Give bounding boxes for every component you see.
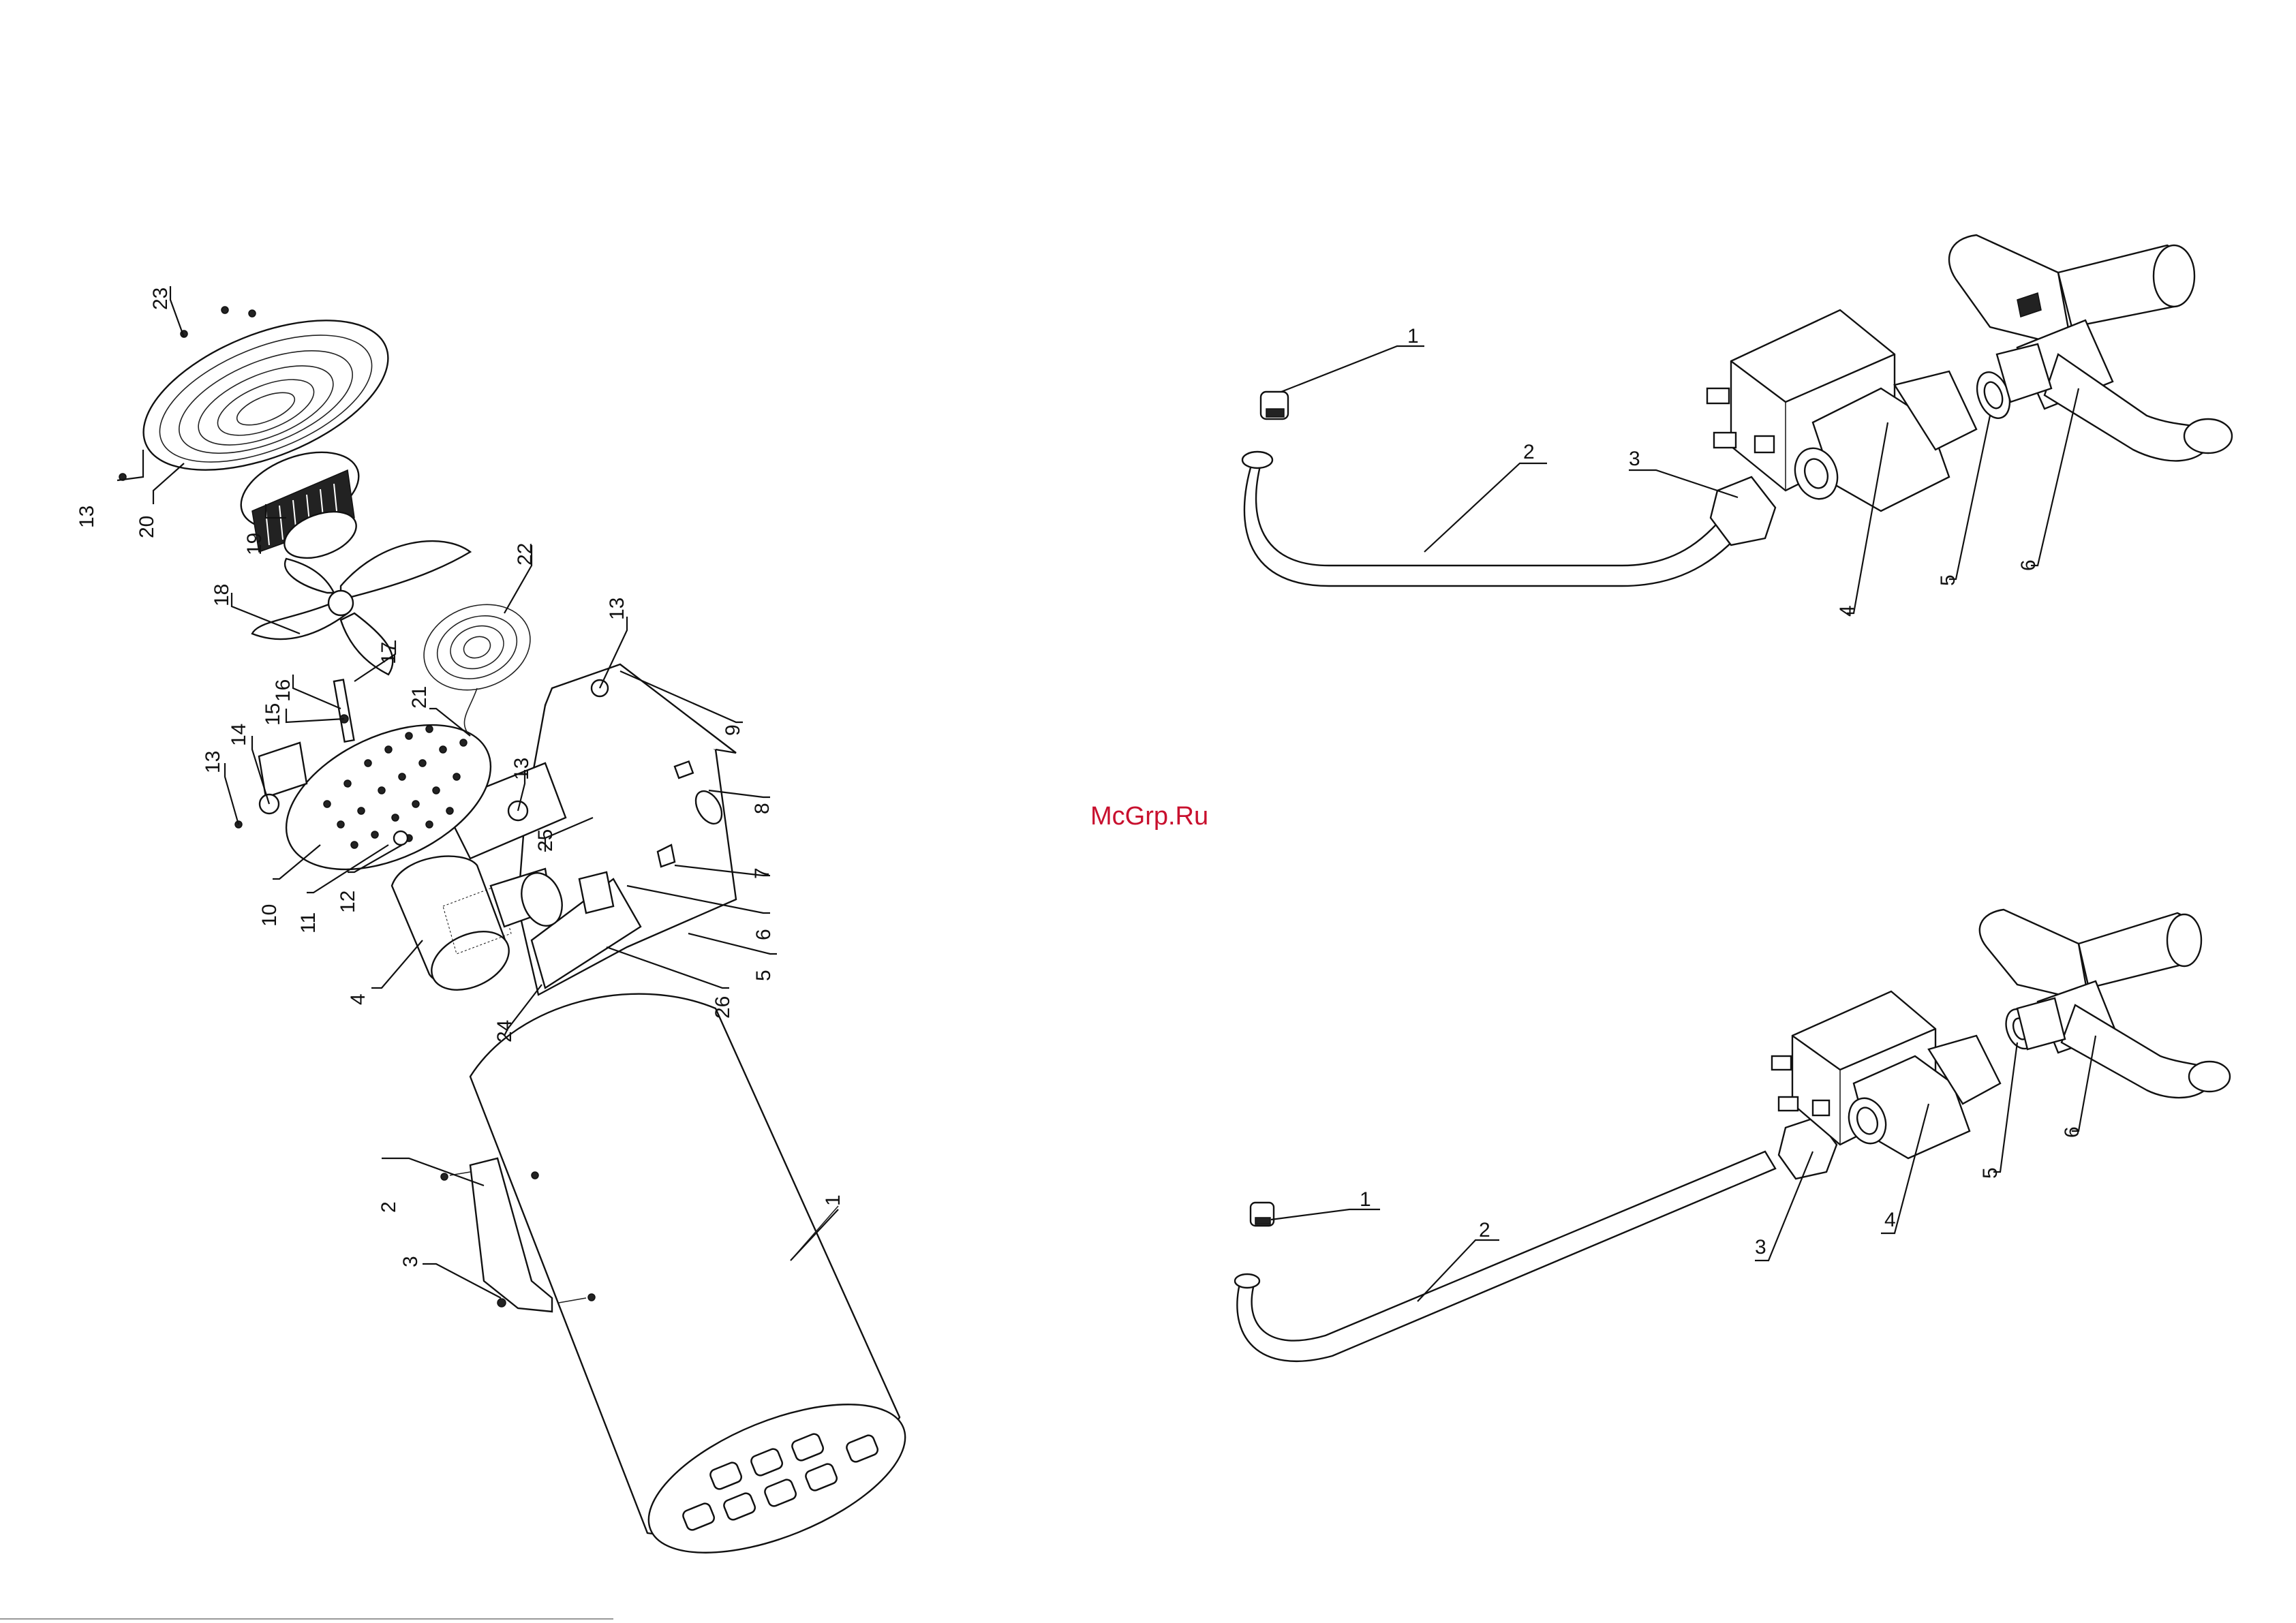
callout-9: 9	[722, 724, 744, 736]
callout-24: 24	[493, 1020, 516, 1042]
callout-4: 4	[1836, 605, 1858, 617]
callout-19: 19	[243, 533, 266, 555]
callout-6: 6	[2017, 559, 2040, 571]
callout-1: 1	[822, 1194, 844, 1206]
callout-13a: 13	[76, 506, 98, 528]
callout-22: 22	[514, 543, 536, 566]
callout-11: 11	[297, 912, 320, 933]
callout-10: 10	[258, 904, 281, 927]
callout-7: 7	[751, 867, 774, 879]
callout-4: 4	[1884, 1209, 1896, 1231]
callout-8: 8	[751, 803, 774, 814]
callout-20: 20	[136, 516, 158, 538]
callout-17: 17	[378, 642, 400, 664]
callout-1: 1	[1360, 1188, 1371, 1211]
callout-3: 3	[399, 1256, 422, 1267]
callout-6: 6	[752, 929, 775, 940]
callout-5: 5	[752, 970, 775, 981]
watermark-text: McGrp.Ru	[1090, 802, 1208, 831]
callout-15: 15	[262, 703, 284, 726]
callout-6: 6	[2061, 1126, 2083, 1138]
callout-5: 5	[1979, 1167, 2002, 1179]
callout-16: 16	[272, 679, 294, 702]
callout-14: 14	[228, 724, 250, 746]
callout-18: 18	[211, 584, 233, 606]
callout-25: 25	[534, 829, 557, 852]
callout-2: 2	[1479, 1219, 1490, 1241]
callout-2: 2	[1523, 441, 1535, 463]
front-grille	[119, 290, 409, 500]
electrode	[334, 680, 354, 742]
callout-21: 21	[408, 686, 431, 709]
callout-5: 5	[1937, 574, 1959, 586]
callout-1: 1	[1407, 325, 1419, 347]
heater-exploded-view: 1 2 3 4 5 6 7 8 9 10 11 12 13	[76, 286, 925, 1583]
callout-4: 4	[347, 993, 369, 1005]
callout-13b: 13	[202, 751, 224, 773]
callout-12: 12	[337, 891, 359, 913]
callout-13d: 13	[510, 758, 533, 780]
ignition-coil-spiral	[412, 590, 542, 736]
gas-line-assembly-top: 1 2 3 4 5 6	[1242, 235, 2232, 617]
callout-3: 3	[1755, 1236, 1766, 1258]
callout-3: 3	[1629, 448, 1640, 470]
callout-2: 2	[378, 1201, 400, 1213]
callout-23: 23	[149, 288, 172, 310]
callout-13c: 13	[606, 598, 628, 620]
gas-line-assembly-bottom: 1 2 3 4 5 6	[1235, 910, 2230, 1361]
callout-26: 26	[711, 996, 734, 1019]
